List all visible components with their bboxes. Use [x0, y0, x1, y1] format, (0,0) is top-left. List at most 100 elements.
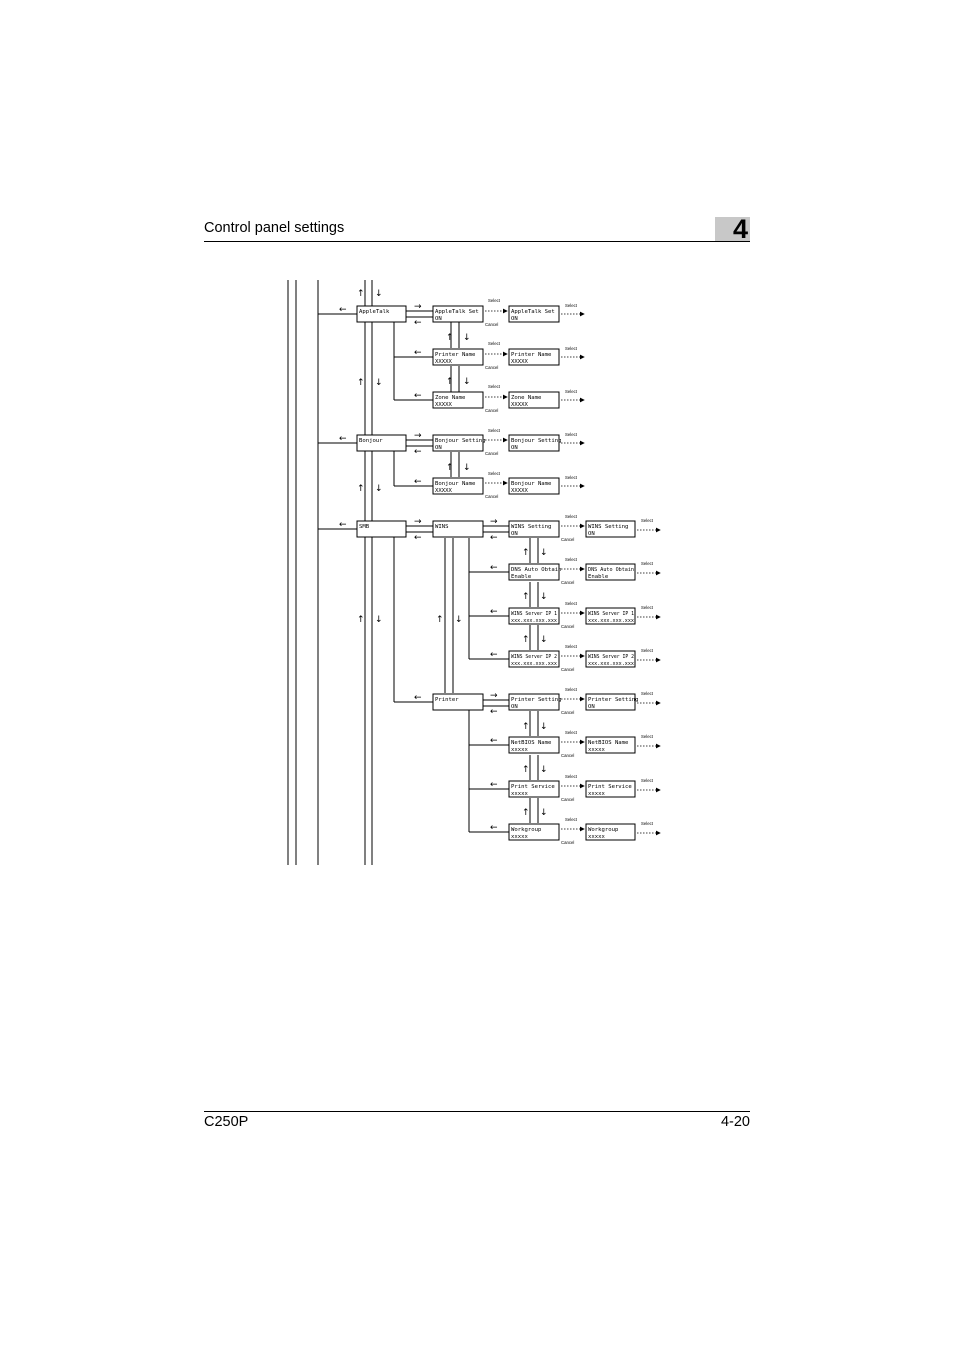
cancel-label: Cancel	[561, 840, 574, 845]
up-arrow-icon: ↑	[522, 765, 530, 775]
up-arrow-icon: ↑	[446, 333, 454, 343]
header-rule	[204, 241, 750, 242]
select-label: Select	[565, 557, 578, 562]
page-header-title: Control panel settings	[204, 220, 345, 236]
select-label: Select	[565, 687, 578, 692]
down-arrow-icon: ↓	[540, 635, 548, 645]
zone-name-edit-title: Zone Name	[511, 395, 542, 401]
select-label: Select	[565, 644, 578, 649]
wins-server-ip1-title: WINS Server IP 1	[511, 611, 557, 617]
bonjour-name-title: Bonjour Name	[435, 481, 476, 487]
printer-name-edit-title: Printer Name	[511, 352, 552, 358]
down-arrow-icon: ↓	[375, 615, 383, 625]
dns-auto-obtain-edit-value: Enable	[588, 574, 609, 580]
left-arrow-icon: ←	[414, 693, 422, 703]
bonjour-setting-title: Bonjour Setting	[435, 438, 486, 444]
cancel-label: Cancel	[561, 710, 574, 715]
netbios-name-title: NetBIOS Name	[511, 740, 552, 746]
left-arrow-icon: ←	[414, 533, 422, 543]
left-arrow-icon: ←	[339, 305, 347, 315]
left-arrow-icon: ←	[339, 434, 347, 444]
wins-server-ip1-value: xxx.xxx.xxx.xxx	[511, 618, 558, 624]
cancel-label: Cancel	[485, 451, 498, 456]
zone-name-title: Zone Name	[435, 395, 466, 401]
dns-auto-obtain-value: Enable	[511, 574, 532, 580]
select-label: Select	[641, 734, 654, 739]
down-arrow-icon: ↓	[455, 615, 463, 625]
right-arrow-icon: →	[490, 517, 498, 527]
down-arrow-icon: ↓	[463, 333, 471, 343]
printer-name-title: Printer Name	[435, 352, 476, 358]
select-label: Select	[641, 821, 654, 826]
wins-server-ip2-value: xxx.xxx.xxx.xxx	[511, 661, 558, 667]
select-label: Select	[565, 475, 578, 480]
left-arrow-icon: ←	[414, 318, 422, 328]
cancel-label: Cancel	[485, 494, 498, 499]
right-arrow-icon: →	[414, 431, 422, 441]
up-arrow-icon: ↑	[357, 378, 365, 388]
menu-printer-label: Printer	[435, 697, 459, 703]
cancel-label: Cancel	[485, 365, 498, 370]
wins-server-ip1-edit-value: xxx.xxx.xxx.xxx	[588, 618, 635, 624]
left-arrow-icon: ←	[490, 736, 498, 746]
down-arrow-icon: ↓	[540, 548, 548, 558]
cancel-label: Cancel	[561, 753, 574, 758]
zone-name-value: XXXXX	[435, 402, 452, 408]
left-arrow-icon: ←	[414, 447, 422, 457]
up-arrow-icon: ↑	[436, 615, 444, 625]
printer-name-value: XXXXX	[435, 359, 452, 365]
workgroup-edit-title: Workgroup	[588, 827, 619, 833]
up-arrow-icon: ↑	[357, 484, 365, 494]
select-label: Select	[641, 605, 654, 610]
chapter-tab	[715, 217, 750, 241]
left-arrow-icon: ←	[490, 780, 498, 790]
select-label: Select	[488, 341, 501, 346]
cancel-label: Cancel	[561, 797, 574, 802]
select-label: Select	[641, 778, 654, 783]
menu-appletalk-label: AppleTalk	[359, 309, 390, 315]
left-arrow-icon: ←	[414, 348, 422, 358]
menu-wins-label: WINS	[435, 524, 448, 530]
footer-page-number: 4-20	[720, 1114, 750, 1130]
select-label: Select	[565, 432, 578, 437]
select-label: Select	[565, 346, 578, 351]
down-arrow-icon: ↓	[540, 765, 548, 775]
wins-setting-edit-value: ON	[588, 531, 595, 537]
wins-setting-title: WINS Setting	[511, 524, 551, 530]
select-label: Select	[641, 518, 654, 523]
right-arrow-icon: →	[414, 517, 422, 527]
left-arrow-icon: ←	[490, 707, 498, 717]
left-arrow-icon: ←	[490, 823, 498, 833]
wins-server-ip1-edit-title: WINS Server IP 1	[588, 611, 634, 617]
select-label: Select	[565, 601, 578, 606]
printer-setting-title: Printer Setting	[511, 697, 562, 703]
netbios-name-edit-title: NetBIOS Name	[588, 740, 629, 746]
select-label: Select	[565, 817, 578, 822]
select-label: Select	[565, 774, 578, 779]
select-label: Select	[488, 298, 501, 303]
bonjour-name-edit-value: XXXXX	[511, 488, 528, 494]
printer-setting-edit-value: ON	[588, 704, 595, 710]
menu-bonjour-label: Bonjour	[359, 438, 383, 444]
up-arrow-icon: ↑	[357, 289, 365, 299]
left-arrow-icon: ←	[490, 563, 498, 573]
cancel-label: Cancel	[561, 624, 574, 629]
up-arrow-icon: ↑	[446, 463, 454, 473]
down-arrow-icon: ↓	[540, 592, 548, 602]
wins-server-ip2-edit-title: WINS Server IP 2	[588, 654, 634, 660]
select-label: Select	[641, 561, 654, 566]
left-arrow-icon: ←	[490, 533, 498, 543]
down-arrow-icon: ↓	[540, 722, 548, 732]
select-label: Select	[488, 471, 501, 476]
up-arrow-icon: ↑	[522, 635, 530, 645]
down-arrow-icon: ↓	[540, 808, 548, 818]
workgroup-title: Workgroup	[511, 827, 542, 833]
select-label: Select	[641, 648, 654, 653]
appletalk-set-edit-value: ON	[511, 316, 518, 322]
footer-model: C250P	[204, 1114, 249, 1130]
select-label: Select	[565, 389, 578, 394]
select-label: Select	[565, 303, 578, 308]
workgroup-value: xxxxx	[511, 834, 528, 840]
down-arrow-icon: ↓	[375, 484, 383, 494]
